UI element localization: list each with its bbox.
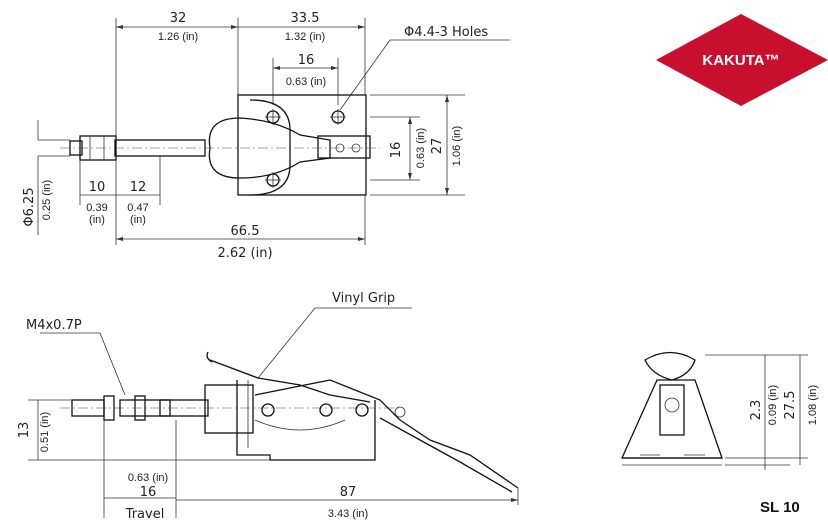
dim-dia-in: 0.25 (in) — [41, 180, 53, 220]
dim-10-in1: 0.39 — [86, 202, 107, 214]
dim-10: 10 — [89, 180, 106, 195]
dim-33-5: 33.5 — [291, 11, 320, 26]
dim-87: 87 — [340, 485, 357, 500]
dim-27-in: 1.06 (in) — [451, 126, 463, 166]
dim-v16: 16 — [389, 142, 404, 159]
dim-12-in2: (in) — [130, 214, 146, 226]
dim-16: 16 — [298, 53, 315, 68]
vinyl-grip-label: Vinyl Grip — [332, 291, 395, 306]
end-bracket — [620, 379, 723, 459]
dim-dia: Φ6.25 — [22, 187, 37, 226]
dim-32: 32 — [170, 11, 187, 26]
dim-27: 27 — [430, 138, 445, 155]
dim-66-5-in: 2.62 (in) — [217, 246, 272, 261]
side-base — [236, 380, 376, 461]
travel-mm: 16 — [140, 485, 157, 500]
dim-16-in: 0.63 (in) — [286, 76, 326, 88]
model-label: SL 10 — [760, 499, 800, 516]
dim-27-5: 27.5 — [783, 391, 798, 420]
travel-label: Travel — [125, 507, 165, 522]
dim-10-in2: (in) — [89, 214, 105, 226]
dim-12-in1: 0.47 — [127, 202, 148, 214]
top-view: 32 1.26 (in) 33.5 1.32 (in) Φ4.4-3 Holes… — [22, 11, 510, 261]
side-handle — [254, 379, 519, 489]
kakuta-logo: KAKUTA™ — [656, 14, 828, 106]
handle-body — [208, 117, 331, 179]
logo-text: KAKUTA™ — [702, 52, 779, 69]
dim-87-in: 3.43 (in) — [328, 508, 368, 520]
dim-13-in: 0.51 (in) — [39, 412, 51, 452]
end-handle — [644, 351, 696, 381]
travel-in: 0.63 (in) — [128, 472, 168, 484]
dim-12: 12 — [130, 180, 147, 195]
dim-v16-in: 0.63 (in) — [415, 128, 427, 168]
side-view: Vinyl Grip M4x0.7P 13 0.51 (in) — [17, 291, 519, 522]
base-plate — [237, 94, 367, 196]
holes-note: Φ4.4-3 Holes — [404, 25, 488, 40]
dim-2-3: 2.3 — [749, 400, 764, 421]
thread-label: M4x0.7P — [26, 318, 82, 333]
end-view: 2.3 0.09 (in) 27.5 1.08 (in) — [620, 351, 819, 470]
dim-32-in: 1.26 (in) — [158, 31, 198, 43]
dim-33-5-in: 1.32 (in) — [285, 31, 325, 43]
dim-27-5-in: 1.08 (in) — [807, 385, 819, 425]
logo-diamond — [656, 14, 828, 106]
dim-66-5: 66.5 — [231, 224, 260, 239]
dim-13: 13 — [17, 422, 32, 439]
dim-2-3-in: 0.09 (in) — [767, 385, 779, 425]
